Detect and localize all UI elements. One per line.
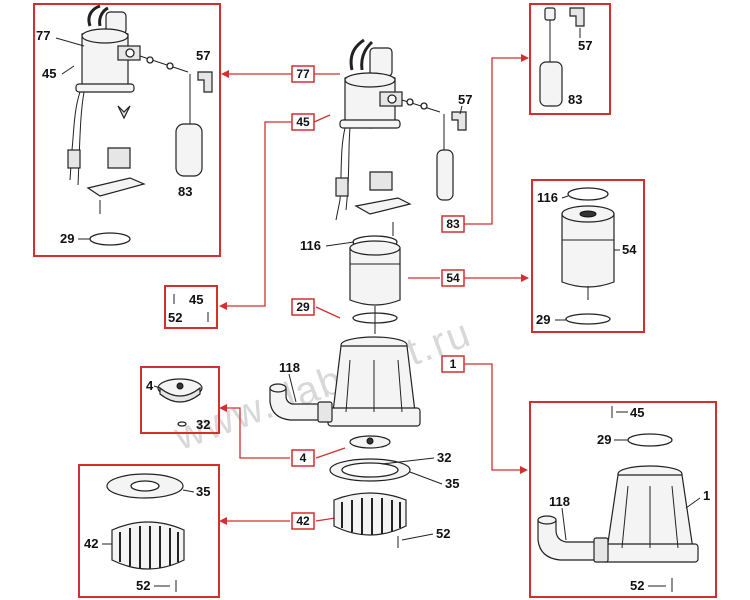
- label-tr-83: 83: [568, 92, 582, 107]
- label-bl-35: 35: [196, 484, 210, 499]
- label-imp-4: 4: [146, 378, 154, 393]
- impeller-detail: [157, 378, 203, 427]
- svg-text:29: 29: [296, 300, 310, 314]
- label-tl-77: 77: [36, 28, 50, 43]
- callout-tag-45: 45: [291, 113, 315, 131]
- base-parts-detail: [106, 473, 185, 592]
- svg-text:83: 83: [446, 217, 460, 231]
- callout-tag-42: 42: [291, 512, 315, 530]
- central-pump-housing: [269, 336, 421, 427]
- box-motor-assembly: [33, 3, 221, 257]
- red-connectors: [219, 54, 529, 525]
- label-br-52: 52: [630, 578, 644, 593]
- label-tl-83: 83: [178, 184, 192, 199]
- label-sm-52: 52: [168, 310, 182, 325]
- label-main-116: 116: [300, 238, 321, 253]
- callout-tag-1: 1: [441, 355, 465, 373]
- callout-tag-4: 4: [291, 449, 315, 467]
- svg-text:54: 54: [446, 271, 460, 285]
- label-imp-32: 32: [196, 417, 210, 432]
- label-br-29: 29: [597, 432, 611, 447]
- label-tl-29: 29: [60, 231, 74, 246]
- motor-assembly-detail: [67, 4, 213, 246]
- box-float-switch: [529, 3, 611, 115]
- box-motor-cylinder: [531, 179, 645, 333]
- label-tl-45: 45: [42, 66, 56, 81]
- central-motor-cylinder: [349, 235, 401, 334]
- label-br-118: 118: [549, 494, 570, 509]
- label-mr-29: 29: [536, 312, 550, 327]
- svg-text:45: 45: [296, 115, 310, 129]
- callout-tag-83: 83: [441, 215, 465, 233]
- callout-tag-77: 77: [291, 65, 315, 83]
- callout-tag-54: 54: [441, 269, 465, 287]
- label-mr-54: 54: [622, 242, 637, 257]
- central-impeller-base: [329, 435, 411, 548]
- float-switch-detail: [539, 7, 585, 107]
- label-tr-57: 57: [578, 38, 592, 53]
- svg-text:42: 42: [296, 514, 310, 528]
- label-br-45: 45: [630, 405, 644, 420]
- label-mr-116: 116: [537, 190, 558, 205]
- box-base-parts: [78, 464, 220, 598]
- pump-housing-detail: [537, 406, 699, 592]
- label-main-32: 32: [437, 450, 451, 465]
- box-pump-housing: [529, 401, 717, 598]
- motor-cylinder-detail: [561, 187, 615, 325]
- label-tl-57: 57: [196, 48, 210, 63]
- label-sm-45: 45: [189, 292, 203, 307]
- svg-text:4: 4: [300, 451, 307, 465]
- label-bl-52: 52: [136, 578, 150, 593]
- label-main-118: 118: [279, 360, 300, 375]
- watermark-text: www.dab-dwt.ru: [168, 311, 478, 460]
- label-main-57: 57: [458, 92, 472, 107]
- box-screws-small: [164, 285, 218, 329]
- callout-tag-29: 29: [291, 298, 315, 316]
- central-motor-assembly: [335, 38, 467, 236]
- label-main-35: 35: [445, 476, 459, 491]
- screws-detail: [173, 294, 209, 322]
- box-impeller: [140, 366, 220, 434]
- svg-text:1: 1: [450, 357, 457, 371]
- svg-text:77: 77: [296, 67, 310, 81]
- label-bl-42: 42: [84, 536, 98, 551]
- label-main-52: 52: [436, 526, 450, 541]
- label-br-1: 1: [703, 488, 710, 503]
